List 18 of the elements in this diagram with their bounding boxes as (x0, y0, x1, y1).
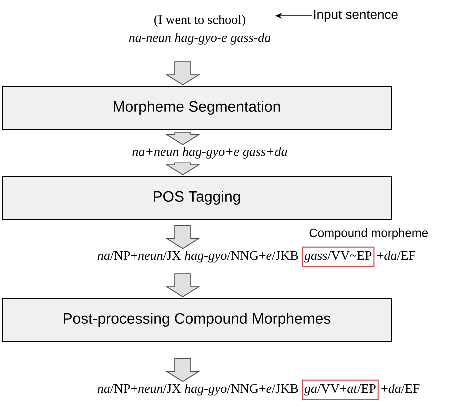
annotation-text: Compound morpheme (310, 228, 428, 240)
block-arrow (166, 225, 200, 250)
block-arrow (166, 62, 200, 86)
tagged-text: na/NP+neun/JX hag-gyo/NNG+e/JKB (98, 384, 298, 396)
tag-text: +da/EF (378, 250, 416, 260)
block-arrow (166, 162, 200, 176)
highlight-box: gass/VV~EP (302, 246, 375, 268)
highlight-box: ga/VV+at/EP (302, 380, 379, 400)
process-box: POS Tagging (2, 176, 392, 220)
sentence-text: na+neun hag-gyo+e gass+da (132, 147, 288, 159)
sentence-text: (I went to school) na-neun hag-gyo-e gass-da (129, 15, 271, 45)
block-arrow (166, 358, 200, 382)
process-box: Morpheme Segmentation (2, 86, 392, 130)
block-arrow (166, 274, 200, 298)
input-label: Input sentence (314, 10, 398, 22)
tagged-text: na/NP+neun/JX hag-gyo/NNG+e/JKB (98, 250, 298, 263)
block-arrow (166, 132, 200, 146)
process-box: Post-processing Compound Morphemes (2, 298, 392, 342)
